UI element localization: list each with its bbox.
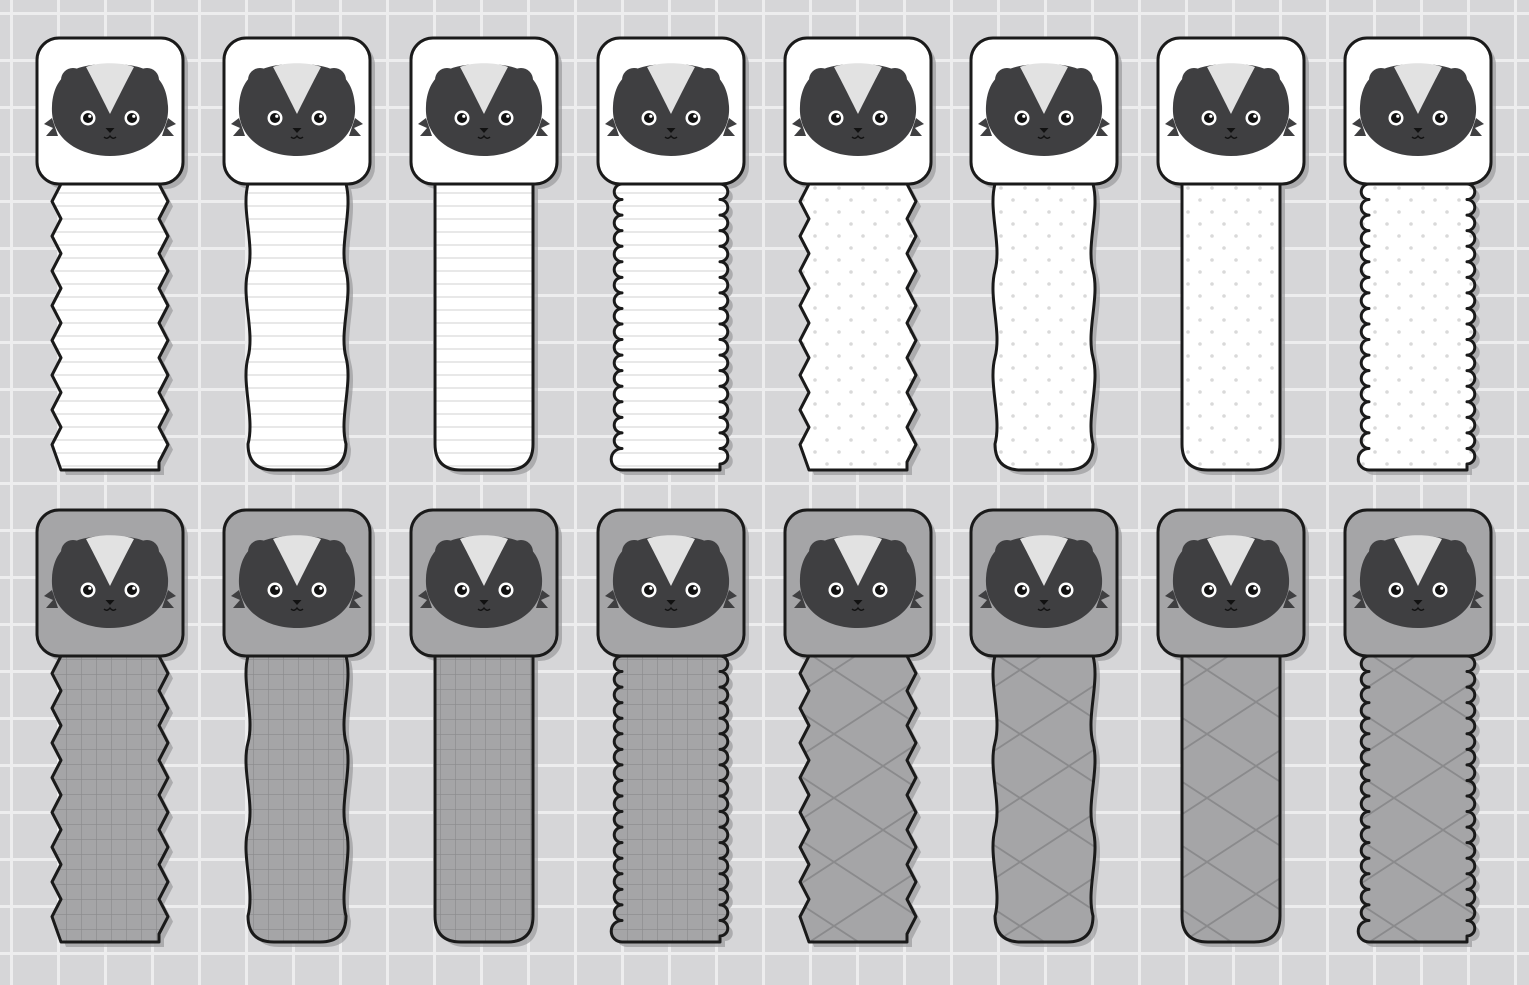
skunk-face-icon <box>418 63 550 156</box>
bookmark-white-5 <box>783 36 936 475</box>
bookmark-white-2 <box>222 36 375 475</box>
skunk-face-icon <box>418 535 550 628</box>
bookmark-grey-1 <box>35 508 188 947</box>
bookmark-grey-4 <box>596 508 749 947</box>
skunk-face-icon <box>978 63 1110 156</box>
bookmark-grey-3 <box>409 508 562 947</box>
skunk-face-icon <box>1352 63 1484 156</box>
skunk-face-icon <box>792 535 924 628</box>
skunk-face-icon <box>605 535 737 628</box>
skunk-face-icon <box>44 535 176 628</box>
skunk-face-icon <box>978 535 1110 628</box>
bookmark-strip <box>798 182 918 472</box>
bookmark-white-4 <box>596 36 749 475</box>
bookmark-strip <box>1356 182 1477 472</box>
skunk-face-icon <box>792 63 924 156</box>
bookmark-grey-2 <box>222 508 375 947</box>
bookmark-strip <box>433 182 535 472</box>
skunk-face-icon <box>605 63 737 156</box>
bookmark-strip <box>1180 654 1282 944</box>
skunk-face-icon <box>1352 535 1484 628</box>
bookmark-white-7 <box>1156 36 1309 475</box>
bookmark-strip <box>1356 654 1477 944</box>
skunk-face-icon <box>231 535 363 628</box>
bookmark-strip <box>991 654 1097 944</box>
bookmark-strip <box>609 654 730 944</box>
bookmark-grey-7 <box>1156 508 1309 947</box>
bookmark-strip <box>50 182 170 472</box>
bookmark-strip <box>798 654 918 944</box>
bookmark-white-1 <box>35 36 188 475</box>
bookmark-strip <box>609 182 730 472</box>
bookmark-white-6 <box>969 36 1122 475</box>
bookmark-strip <box>50 654 170 944</box>
skunk-face-icon <box>1165 63 1297 156</box>
skunk-face-icon <box>44 63 176 156</box>
bookmark-strip <box>244 182 350 472</box>
skunk-face-icon <box>1165 535 1297 628</box>
bookmark-strip <box>1180 182 1282 472</box>
skunk-face-icon <box>231 63 363 156</box>
bookmark-grey-8 <box>1343 508 1496 947</box>
bookmark-white-3 <box>409 36 562 475</box>
bookmark-strip <box>244 654 350 944</box>
bookmark-grey-6 <box>969 508 1122 947</box>
bookmark-strip <box>991 182 1097 472</box>
bookmark-grey-5 <box>783 508 936 947</box>
bookmark-white-8 <box>1343 36 1496 475</box>
bookmark-strip <box>433 654 535 944</box>
